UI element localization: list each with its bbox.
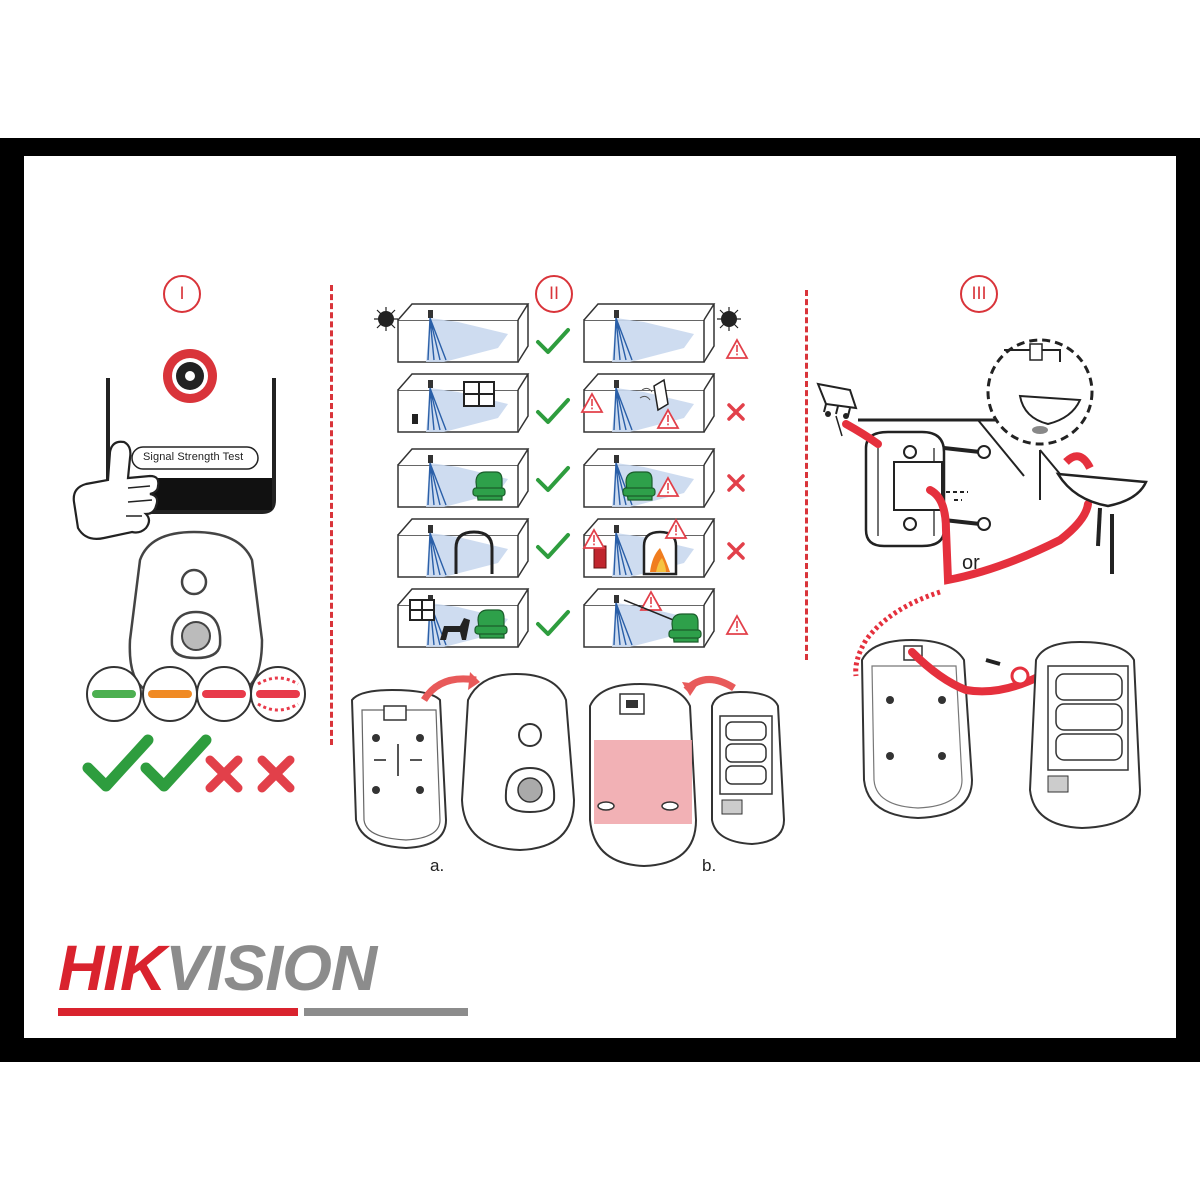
brand-name-gray: VISION [165, 932, 377, 1004]
check-icon [82, 734, 154, 792]
magnified-detail [986, 338, 1094, 446]
arch-icon [454, 530, 494, 574]
dog-icon [440, 618, 470, 640]
signal-level-indicators [86, 666, 306, 722]
cross-icon [257, 755, 295, 793]
cable-grommet-icon [1010, 666, 1030, 686]
cross-icon [205, 755, 243, 793]
hand-icon [72, 440, 160, 540]
room-pet-ok [397, 588, 570, 648]
step-b-label: b. [702, 856, 717, 875]
check-icon [140, 734, 212, 792]
section-number-2: II [535, 275, 573, 313]
room-air-vent-bad [581, 373, 745, 433]
room-window-ok [397, 373, 570, 433]
brand-wordmark: HIKVISION [58, 936, 377, 1000]
room-sunlight-ok [374, 303, 570, 363]
corner-mount [1055, 472, 1148, 508]
brand-underline-red [58, 1008, 298, 1016]
section-divider-right [805, 290, 808, 660]
back-plate-wired [860, 638, 974, 820]
cable-tool-icon [816, 382, 858, 419]
screw-icon [943, 518, 981, 526]
room-obstruction-warning [583, 588, 748, 648]
room-sunlight-warning [583, 303, 748, 363]
step-b-illustration [589, 676, 786, 868]
room-heater-fireplace-bad [583, 518, 745, 578]
fireplace-icon [642, 530, 678, 576]
section-number-3: III [960, 275, 998, 313]
window-icon [409, 599, 435, 621]
or-label: or [962, 552, 980, 574]
sun-icon [374, 307, 398, 331]
step-a-label: a. [430, 856, 445, 875]
hikvision-logo: HIKVISION [58, 936, 478, 1020]
screw-icon [1096, 507, 1102, 547]
record-button-icon [163, 349, 217, 403]
signal-test-button-shape [131, 446, 259, 470]
room-arch-ok [397, 518, 570, 578]
section-number-1: I [163, 275, 201, 313]
brand-underline-gray [304, 1008, 468, 1016]
window-icon [463, 381, 495, 407]
section-divider-left [330, 285, 333, 745]
signal-strength-test-label[interactable]: Signal Strength Test [143, 451, 244, 463]
vent-icon [639, 378, 669, 412]
sun-icon [717, 307, 741, 331]
step-a-illustration [350, 672, 576, 852]
brand-name-red: HIK [58, 932, 166, 1004]
